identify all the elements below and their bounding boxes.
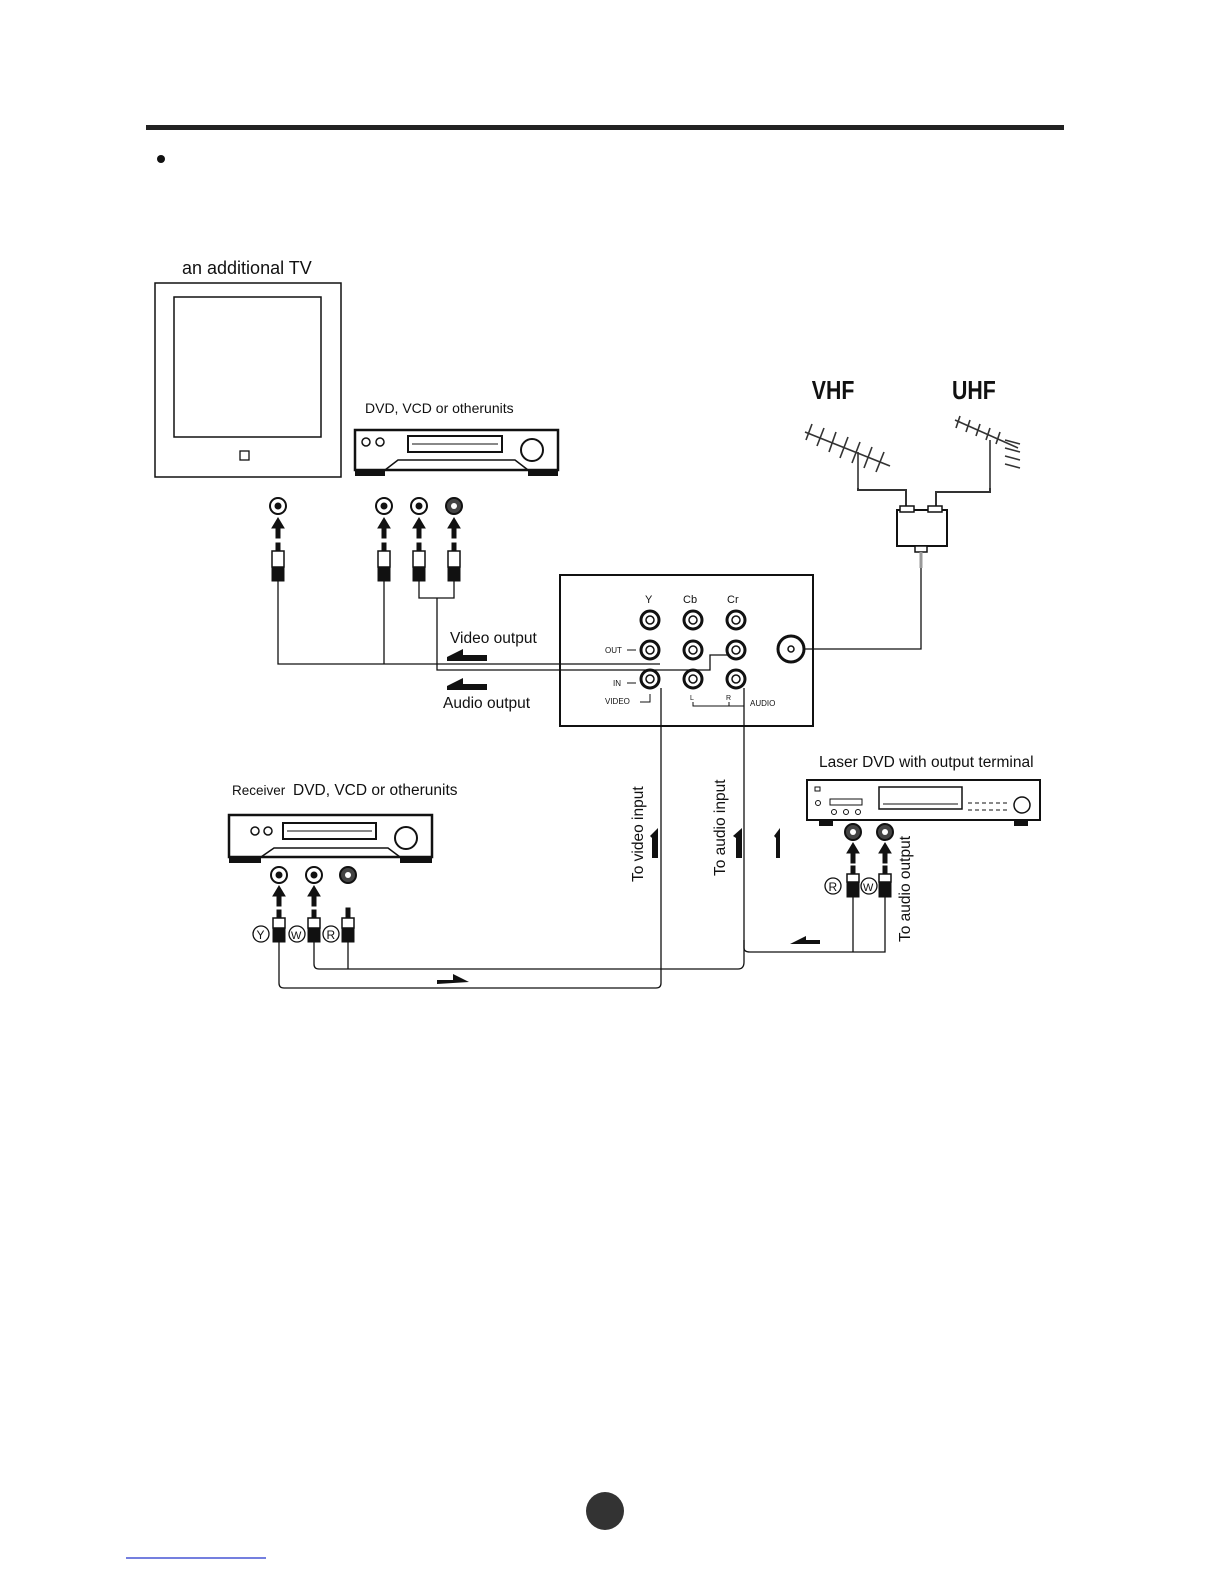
laser-plug-mark-r: R xyxy=(829,880,838,894)
receiver-dvd-unit xyxy=(229,815,432,863)
laser-dvd-unit xyxy=(807,780,1040,826)
panel-cr-label: Cr xyxy=(727,594,739,606)
receiver-units-label: DVD, VCD or otherunits xyxy=(293,782,458,799)
panel-l-label: L xyxy=(690,695,694,702)
cr-jack xyxy=(727,611,745,629)
receiver-video-jack xyxy=(271,867,287,883)
vhf-label: VHF xyxy=(812,376,855,406)
laser-dvd-label: Laser DVD with output terminal xyxy=(819,754,1034,771)
audio-input-arrow-icon xyxy=(733,828,742,858)
to-video-input-label: To video input xyxy=(630,786,647,882)
uhf-antenna-icon xyxy=(955,416,1020,488)
panel-audio-label: AUDIO xyxy=(750,699,775,708)
panel-jacks xyxy=(641,611,804,688)
receiver-plug-marks: Y W R xyxy=(253,926,339,942)
plug-mark-y: Y xyxy=(257,928,265,942)
bullet-icon xyxy=(157,155,165,163)
header-rule xyxy=(146,125,1064,130)
laser-audio-r-jack xyxy=(845,824,861,840)
additional-tv-label: an additional TV xyxy=(182,258,312,278)
audio-out-l-jack xyxy=(684,641,702,659)
panel-in-label: IN xyxy=(613,679,621,688)
audio-output-label: Audio output xyxy=(443,695,531,712)
up-arrow-icon xyxy=(774,828,780,858)
antenna-to-panel-cable xyxy=(803,568,921,649)
top-units-label: DVD, VCD or otherunits xyxy=(365,400,514,416)
plug-mark-r: R xyxy=(327,928,336,942)
top-dvd-video-jack xyxy=(376,498,392,514)
laser-plug-mark-w: W xyxy=(863,882,874,894)
antenna-cables xyxy=(858,488,990,508)
y-jack xyxy=(641,611,659,629)
top-dvd-unit xyxy=(355,430,558,476)
vhf-antenna-icon xyxy=(805,424,890,488)
antenna-jack xyxy=(778,636,804,662)
page-number-badge xyxy=(586,1492,624,1530)
receiver-prefix-label: Receiver xyxy=(232,783,286,798)
panel-y-label: Y xyxy=(645,594,653,606)
video-in-jack xyxy=(641,670,659,688)
tv-video-jack xyxy=(270,498,286,514)
top-dvd-audio-l-jack xyxy=(411,498,427,514)
receiver-plugs xyxy=(273,886,354,942)
uhf-label: UHF xyxy=(952,376,996,406)
antenna-combiner xyxy=(897,506,947,568)
to-audio-output-label: To audio output xyxy=(897,835,914,942)
panel-video-label: VIDEO xyxy=(605,697,630,706)
audio-in-l-jack xyxy=(684,670,702,688)
video-output-label: Video output xyxy=(450,630,537,647)
to-audio-input-label: To audio input xyxy=(712,779,729,876)
panel-out-label: OUT xyxy=(605,646,622,655)
receiver-audio-l-jack xyxy=(306,867,322,883)
top-dvd-audio-r-jack xyxy=(446,498,462,514)
return-flow-arrow-icon xyxy=(790,936,820,944)
video-out-jack xyxy=(641,641,659,659)
audio-in-r-jack xyxy=(727,670,745,688)
panel-cb-label: Cb xyxy=(683,594,697,606)
laser-dvd-jacks xyxy=(845,824,893,840)
panel-r-label: R xyxy=(726,695,731,702)
laser-audio-l-jack xyxy=(877,824,893,840)
receiver-audio-r-jack xyxy=(340,867,356,883)
audio-out-r-jack xyxy=(727,641,745,659)
top-cables xyxy=(278,581,737,670)
video-output-arrow-icon xyxy=(447,649,487,661)
cb-jack xyxy=(684,611,702,629)
audio-output-arrow-icon xyxy=(447,678,487,690)
plug-mark-w: W xyxy=(291,930,302,942)
top-plugs xyxy=(272,518,460,581)
additional-tv xyxy=(155,283,341,477)
bottom-flow-arrow-icon xyxy=(437,974,469,984)
receiver-jacks xyxy=(271,867,356,883)
video-input-arrow-icon xyxy=(650,828,658,858)
